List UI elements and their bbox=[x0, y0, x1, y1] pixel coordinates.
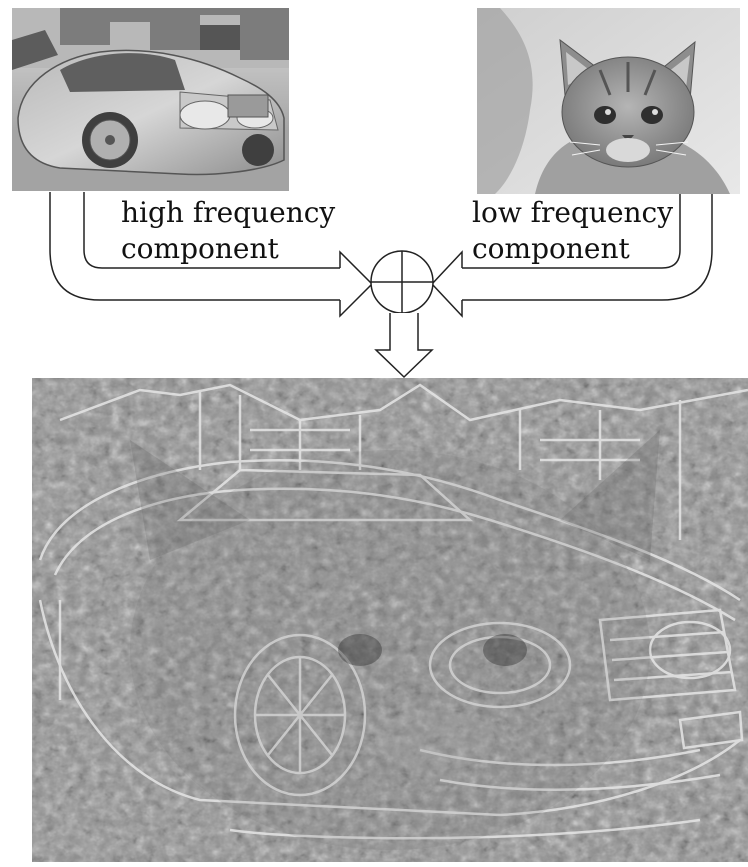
high-frequency-label-line2: component bbox=[121, 232, 279, 265]
left-arrowhead bbox=[339, 250, 374, 318]
left-arrow-outer bbox=[49, 192, 340, 301]
right-arrowhead bbox=[430, 250, 463, 318]
left-arrow-inner bbox=[83, 192, 340, 269]
high-frequency-label-line1: high frequency bbox=[121, 196, 336, 229]
low-frequency-label: low frequency component bbox=[472, 195, 673, 267]
low-frequency-label-line2: component bbox=[472, 232, 630, 265]
circle-plus-icon bbox=[370, 250, 434, 314]
right-arrow-outer bbox=[462, 194, 713, 301]
hybrid-image-icon bbox=[32, 378, 748, 862]
cat-photo-icon bbox=[477, 8, 740, 194]
low-frequency-label-line1: low frequency bbox=[472, 196, 674, 229]
high-frequency-label: high frequency component bbox=[121, 195, 335, 267]
car-photo-icon bbox=[12, 8, 289, 191]
down-arrow bbox=[374, 313, 434, 379]
flow-arrows bbox=[49, 192, 713, 379]
right-arrow-inner bbox=[462, 194, 681, 269]
